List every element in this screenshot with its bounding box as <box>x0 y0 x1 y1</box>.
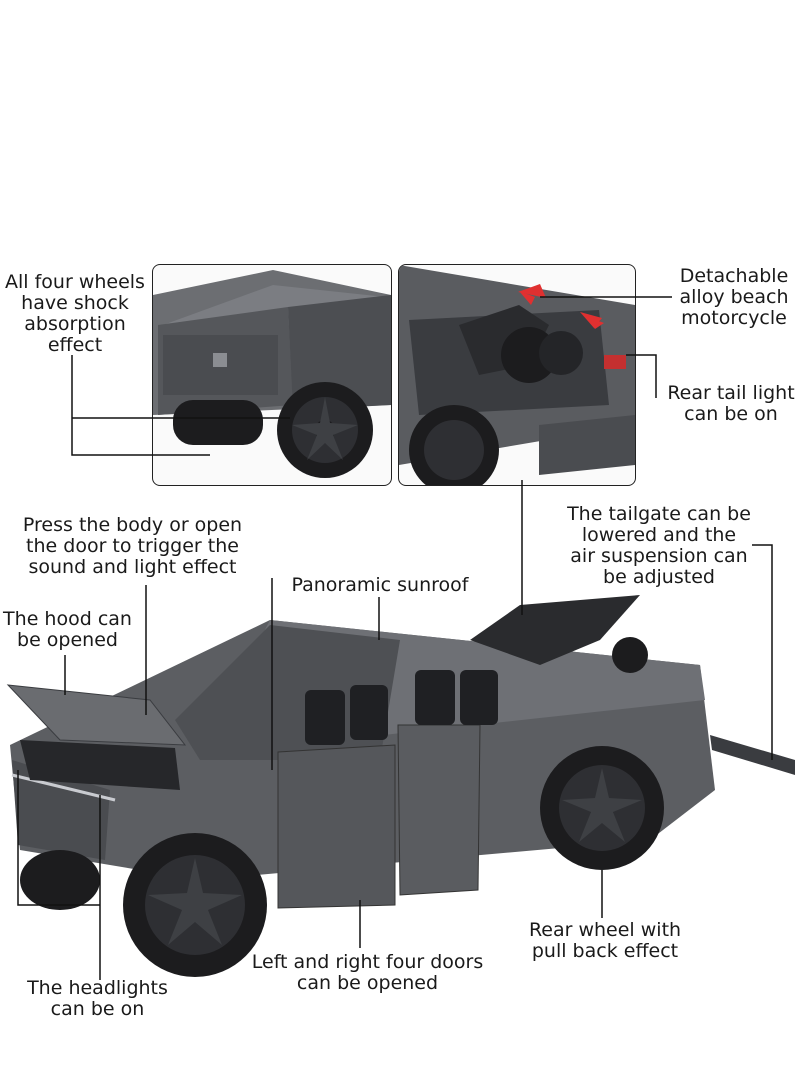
label-detachable-motorcycle: Detachable alloy beach motorcycle <box>679 265 789 329</box>
label-rear-wheel-pull-back: Rear wheel with pull back effect <box>528 919 682 962</box>
truck-rear-bed-illustration <box>399 265 635 485</box>
label-hood-opened: The hood can be opened <box>3 608 132 651</box>
label-press-body-sound-light: Press the body or open the door to trigg… <box>22 514 243 578</box>
label-rear-tail-light: Rear tail light can be on <box>667 382 795 425</box>
label-four-doors-opened: Left and right four doors can be opened <box>251 951 484 994</box>
label-tailgate-air-suspension: The tailgate can be lowered and the air … <box>567 503 751 588</box>
inset-rear-bed-photo <box>398 264 636 486</box>
truck-front-closeup-illustration <box>153 270 391 478</box>
label-panoramic-sunroof: Panoramic sunroof <box>291 574 469 596</box>
inset-front-wheel-photo <box>152 264 392 486</box>
label-shock-absorption: All four wheels have shock absorption ef… <box>5 271 145 356</box>
label-headlights-on: The headlights can be on <box>27 977 168 1020</box>
red-arrow-icon <box>580 312 602 328</box>
red-arrow-icon <box>518 284 546 298</box>
